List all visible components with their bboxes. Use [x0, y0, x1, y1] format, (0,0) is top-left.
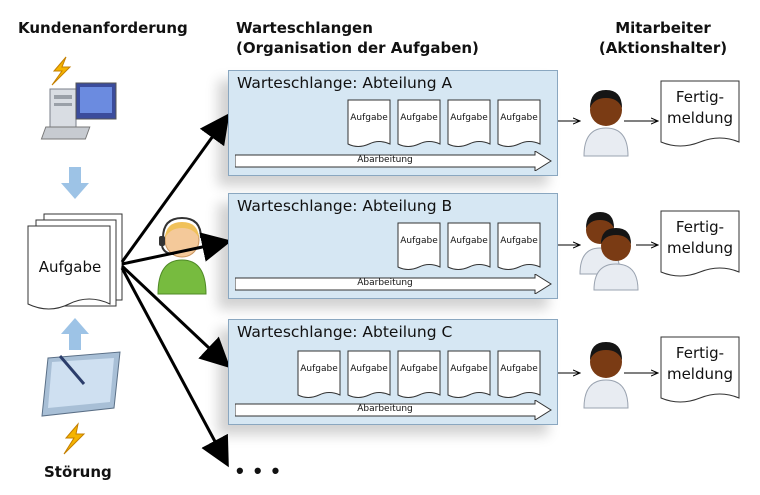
down-arrow-icon	[61, 167, 89, 199]
task-doc-label: Aufgabe	[500, 364, 538, 374]
processing-label: Abarbeitung	[357, 404, 413, 414]
processing-band: Abarbeitung	[234, 273, 553, 295]
queue-a-title: Warteschlange: Abteilung A	[237, 74, 453, 92]
task-doc: Aufgabe	[447, 222, 491, 274]
task-doc: Aufgabe	[497, 99, 541, 151]
worker-icon	[583, 342, 629, 409]
queue-b: Warteschlange: Abteilung B Aufgabe Aufga…	[228, 193, 558, 299]
header-warteschlangen-line1: Warteschlangen	[236, 19, 373, 37]
processing-band: Abarbeitung	[234, 150, 553, 172]
task-stack-icon	[27, 213, 123, 310]
arrow-to-queue-b	[121, 232, 232, 266]
center-task-label: Aufgabe	[38, 258, 102, 276]
task-doc: Aufgabe	[497, 350, 541, 402]
completion-report: Fertig-meldung	[660, 210, 740, 282]
task-doc-label: Aufgabe	[450, 364, 488, 374]
header-mitarbeiter: Mitarbeiter (Aktionshalter)	[588, 18, 738, 58]
completion-report: Fertig-meldung	[660, 336, 740, 408]
task-doc-label: Aufgabe	[350, 113, 388, 123]
task-doc: Aufgabe	[397, 222, 441, 274]
task-doc: Aufgabe	[347, 99, 391, 151]
task-doc-label: Aufgabe	[400, 236, 438, 246]
tablet-icon	[41, 351, 121, 455]
lightning-icon-bottom	[63, 422, 86, 455]
task-doc: Aufgabe	[397, 99, 441, 151]
task-doc-label: Aufgabe	[450, 236, 488, 246]
worker-icon	[583, 90, 629, 157]
arrow-to-queue-c	[120, 264, 231, 369]
completion-line1: Fertig-	[675, 88, 725, 106]
processing-band: Abarbeitung	[234, 399, 553, 421]
task-doc-label: Aufgabe	[400, 113, 438, 123]
queue-c: Warteschlange: Abteilung C Aufgabe Aufga…	[228, 319, 558, 425]
task-doc-label: Aufgabe	[400, 364, 438, 374]
task-doc: Aufgabe	[497, 222, 541, 274]
completion-line1: Fertig-	[675, 218, 725, 236]
lightning-icon	[51, 56, 72, 86]
header-mitarbeiter-line1: Mitarbeiter	[615, 19, 711, 37]
queue-c-title: Warteschlange: Abteilung C	[237, 323, 453, 341]
completion-line2: meldung	[666, 109, 734, 127]
task-doc: Aufgabe	[447, 350, 491, 402]
completion-line2: meldung	[666, 239, 734, 257]
header-kundenanforderung: Kundenanforderung	[18, 19, 188, 37]
task-doc: Aufgabe	[297, 350, 341, 402]
task-doc-label: Aufgabe	[350, 364, 388, 374]
completion-line2: meldung	[666, 365, 734, 383]
processing-label: Abarbeitung	[357, 155, 413, 165]
more-queues-marker: • • •	[236, 458, 282, 483]
completion-line1: Fertig-	[675, 344, 725, 362]
arrow-to-more	[120, 267, 229, 468]
task-doc-label: Aufgabe	[500, 113, 538, 123]
task-doc-label: Aufgabe	[300, 364, 338, 374]
task-doc: Aufgabe	[447, 99, 491, 151]
computer-icon	[40, 56, 117, 140]
task-doc-label: Aufgabe	[450, 113, 488, 123]
header-mitarbeiter-line2: (Aktionshalter)	[598, 39, 728, 57]
queue-a: Warteschlange: Abteilung A Aufgabe Aufga…	[228, 70, 558, 176]
arrow-to-queue-a	[120, 113, 230, 263]
two-workers-icon	[579, 212, 639, 291]
header-warteschlangen: Warteschlangen (Organisation der Aufgabe…	[236, 18, 479, 58]
up-arrow-icon	[61, 318, 89, 350]
header-stoerung: Störung	[44, 463, 112, 481]
processing-label: Abarbeitung	[357, 278, 413, 288]
completion-report: Fertig-meldung	[660, 80, 740, 152]
task-doc: Aufgabe	[347, 350, 391, 402]
header-warteschlangen-line2: (Organisation der Aufgaben)	[236, 39, 479, 57]
task-doc: Aufgabe	[397, 350, 441, 402]
queue-b-title: Warteschlange: Abteilung B	[237, 197, 453, 215]
task-doc-label: Aufgabe	[500, 236, 538, 246]
